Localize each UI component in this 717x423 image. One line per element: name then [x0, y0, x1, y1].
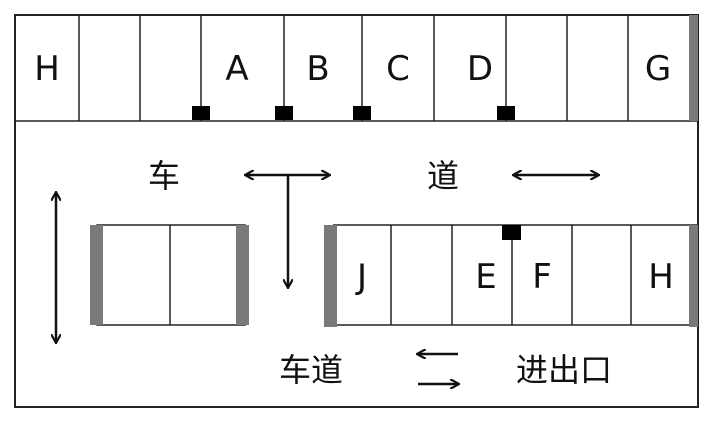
- road-char-dao: 道: [427, 157, 459, 195]
- lot-outline: [14, 14, 699, 408]
- marker-b: [275, 106, 293, 120]
- marker-d: [497, 106, 515, 120]
- top-parking-row: [15, 15, 698, 122]
- label-h-bottom: H: [648, 257, 674, 297]
- label-e: E: [475, 257, 496, 297]
- label-g: G: [645, 49, 671, 89]
- lane-label: 车道: [279, 351, 343, 389]
- entrance-label: 进出口: [516, 351, 612, 389]
- bottom-parking-row: [324, 224, 698, 327]
- middle-parking-island: [90, 224, 249, 326]
- label-h-top: H: [34, 49, 60, 89]
- road-char-che: 车: [148, 157, 180, 195]
- marker-c: [353, 106, 371, 120]
- label-a: A: [225, 49, 248, 89]
- marker-e-f: [502, 225, 521, 240]
- label-d: D: [467, 49, 493, 89]
- label-f: F: [532, 257, 552, 297]
- label-b: B: [306, 49, 329, 89]
- marker-a: [192, 106, 210, 120]
- label-c: C: [386, 49, 410, 89]
- label-j: J: [355, 257, 367, 297]
